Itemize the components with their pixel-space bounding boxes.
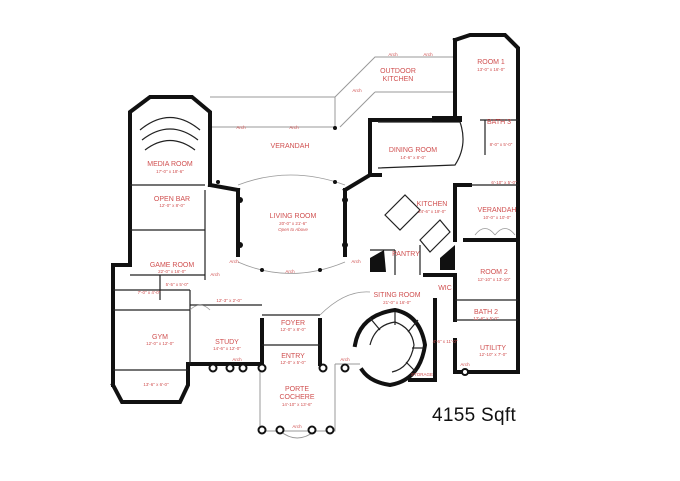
game-room-dims: 22'-0" x 16'-0": [158, 269, 186, 274]
media-seating: [139, 117, 201, 151]
open-bar-label: OPEN BAR: [154, 196, 190, 203]
columns: [208, 126, 469, 435]
hall-right-dims: 4'-6" x 11'-0": [433, 339, 458, 344]
room-labels: OUTDOOR KITCHEN ROOM 1 13'-0" x 16'-0" B…: [146, 59, 516, 407]
gym-label: GYM: [152, 334, 168, 341]
dining-room-dims: 14'-6" x 8'-0": [400, 155, 426, 160]
bath2-dims: 12'-6" x 5'-0": [473, 316, 499, 321]
bath2-label: BATH 2: [474, 309, 498, 316]
arch-label: Arch: [210, 272, 220, 277]
porte-cochere-dims: 14'-10" x 13'-6": [282, 402, 313, 407]
entry-label: ENTRY: [281, 353, 305, 360]
utility-label: UTILITY: [480, 345, 506, 352]
foyer-label: FOYER: [281, 320, 305, 327]
gym-dims: 12'-0" x 12'-0": [146, 341, 174, 346]
room1-dims: 13'-0" x 16'-0": [477, 67, 505, 72]
gym-lower-dims: 13'-6" x 6'-0": [143, 382, 169, 387]
media-room-dims: 17'-0" x 18'-6": [156, 169, 184, 174]
outdoor-kitchen-label-2: KITCHEN: [383, 76, 414, 83]
arch-label: Arch: [292, 424, 302, 429]
arch-label: Arch: [340, 357, 350, 362]
kitchen-island: [384, 194, 451, 253]
outdoor-kitchen-label: OUTDOOR: [380, 68, 416, 75]
arch-label: Arch: [423, 52, 433, 57]
arch-label: Arch: [289, 125, 299, 130]
living-room-label: LIVING ROOM: [270, 213, 317, 220]
verandah-label: VERANDAH: [271, 143, 310, 150]
kitchen-label: KITCHEN: [417, 201, 448, 208]
open-bar-dims: 12'-0" x 8'-0": [159, 203, 185, 208]
verandah-top-right-dims: 6'-10" x 5'-0": [491, 180, 517, 185]
arch-labels: Arch Arch Arch Arch Arch Arch Arch Arch …: [210, 52, 470, 429]
media-room-label: MEDIA ROOM: [147, 161, 193, 168]
arch-label: Arch: [460, 362, 470, 367]
siting-room-label: SITING ROOM: [373, 292, 420, 299]
verandah-right-label: VERANDAH: [478, 207, 517, 214]
room2-dims: 12'-10" x 13'-10": [478, 277, 511, 282]
study-dims: 14'-6" x 12'-0": [213, 346, 241, 351]
verandah-right-dims: 10'-0" x 10'-0": [483, 215, 511, 220]
foyer-dims: 12'-0" x 8'-0": [280, 327, 306, 332]
dining-room-label: DINING ROOM: [389, 147, 437, 154]
porte-cochere-label: PORTE: [285, 386, 309, 393]
small-dimensions: 12'-3" x 2'-0" 7'-0" x 4'-0" 13'-6" x 6'…: [138, 180, 517, 387]
arch-label: Arch: [285, 269, 295, 274]
entry-dims: 12'-0" x 5'-0": [280, 360, 306, 365]
storage-label: STORAGE: [411, 372, 433, 377]
siting-room-dims: 21'-0" x 16'-0": [383, 300, 411, 305]
interior-walls: [113, 116, 518, 371]
arch-label: Arch: [232, 357, 242, 362]
gallery-dims: 12'-3" x 2'-0": [216, 298, 242, 303]
bath3-dims: 8'-0" x 5'-0": [490, 142, 513, 147]
spiral-staircase: [352, 307, 428, 388]
total-area-label: 4155 Sqft: [432, 405, 517, 426]
arch-label: Arch: [229, 259, 239, 264]
utility-dims: 12'-10" x 7'-0": [479, 352, 507, 357]
game-room-label: GAME ROOM: [150, 262, 195, 269]
porte-cochere-label-2: COCHERE: [279, 394, 314, 401]
bath-small-dims: 5'-5" x 5'-0": [166, 282, 189, 287]
arch-label: Arch: [236, 125, 246, 130]
arch-label: Arch: [352, 88, 362, 93]
living-room-dims: 20'-0" x 21'-6": [279, 221, 307, 226]
study-label: STUDY: [215, 339, 239, 346]
bath3-label: BATH 3: [487, 119, 511, 126]
room1-label: ROOM 1: [477, 59, 505, 66]
kitchen-dims: 24'-6" x 19'-0": [418, 209, 446, 214]
arch-label: Arch: [388, 52, 398, 57]
room2-label: ROOM 2: [480, 269, 508, 276]
pantry-label: PANTRY: [392, 251, 420, 258]
living-room-note: Open to Above: [278, 227, 308, 232]
wic-label: WIC: [438, 285, 452, 292]
arch-label: Arch: [351, 259, 361, 264]
hall-left-dims: 7'-0" x 4'-0": [138, 290, 161, 295]
